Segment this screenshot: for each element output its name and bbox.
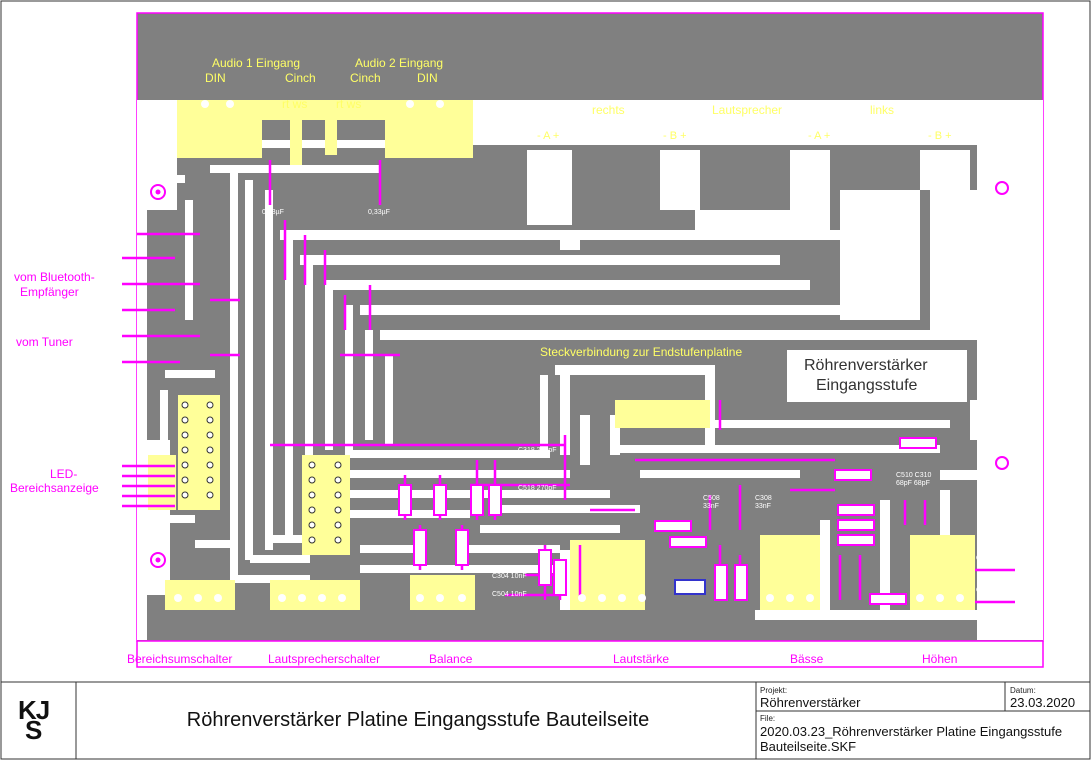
cap-label-c510: C510 C310: [896, 472, 932, 479]
bluetooth-label-2: Empfänger: [20, 285, 79, 299]
board-name-line1: Röhrenverstärker: [804, 357, 928, 374]
tuner-label: vom Tuner: [16, 335, 73, 349]
cap-label-c508v: 33nF: [703, 503, 719, 510]
hoehen-label: Höhen: [922, 652, 957, 666]
board-logo-s: S: [866, 245, 893, 289]
baesse-label: Bässe: [790, 652, 824, 666]
led-label-2: Bereichsanzeige: [10, 481, 99, 495]
din-right-label: DIN: [417, 71, 438, 85]
cap-label-c518: C518 270pF: [518, 485, 557, 492]
rechts-label: rechts: [592, 103, 625, 117]
board-name-line2: Eingangsstufe: [816, 377, 918, 394]
cap-label-c304: C304 10nF: [492, 573, 527, 580]
cinch-left-label: Cinch: [285, 71, 316, 85]
cap-label-c318: C318 270pF: [518, 447, 557, 454]
rt-ws-label-1: rt ws: [282, 97, 307, 111]
cap-label-033b: 0,33µF: [368, 209, 390, 216]
drawing-title: Röhrenverstärker Platine Eingangsstufe B…: [186, 709, 650, 731]
switch-pins: [181, 401, 342, 544]
component-pads: [148, 100, 975, 610]
speaker-b-right: - B +: [663, 130, 687, 142]
lautsprecher-label: Lautsprecher: [712, 103, 782, 117]
speaker-a-left: - A +: [808, 130, 830, 142]
led-label-1: LED-: [50, 467, 77, 481]
datum-caption: Datum:: [1010, 686, 1036, 695]
cap-label-c508: C508: [703, 495, 720, 502]
resistor-bodies: [398, 437, 937, 605]
board-logo-kj: KJ: [852, 212, 903, 256]
bereichsumschalter-label: Bereichsumschalter: [127, 652, 232, 666]
lautsprecherschalter-label: Lautsprecherschalter: [268, 652, 380, 666]
bluetooth-label-1: vom Bluetooth-: [14, 270, 95, 284]
cap-label-c311: C311 2,2nF: [976, 555, 1012, 562]
file-value-line2: Bauteilseite.SKF: [760, 739, 857, 754]
links-label: links: [870, 103, 894, 117]
cap-label-033a: 0,33µF: [262, 209, 284, 216]
cap-label-c510v: 68pF 68pF: [896, 480, 930, 487]
steckverbindung-label: Steckverbindung zur Endstufenplatine: [540, 345, 742, 359]
cinch-right-label: Cinch: [350, 71, 381, 85]
projekt-caption: Projekt:: [760, 686, 788, 695]
din-left-label: DIN: [205, 71, 226, 85]
audio1-label: Audio 1 Eingang: [212, 56, 300, 70]
balance-label: Balance: [429, 652, 473, 666]
title-logo-kj: KJ: [18, 695, 50, 725]
cap-label-c308: C308: [755, 495, 772, 502]
projekt-value: Röhrenverstärker: [760, 695, 861, 710]
file-caption: File:: [760, 714, 776, 723]
datum-value: 23.03.2020: [1010, 695, 1076, 710]
speaker-a-right: - A +: [537, 130, 559, 142]
copper-traces: [137, 100, 1043, 640]
title-logo-s: S: [25, 715, 43, 745]
cap-label-c511: C511 2,2nF: [976, 587, 1012, 594]
cap-label-c308v: 33nF: [755, 503, 771, 510]
title-block: [0, 681, 1091, 760]
lautstaerke-label: Lautstärke: [613, 652, 669, 666]
board-logo: KJ S 2020: [852, 212, 903, 302]
audio2-label: Audio 2 Eingang: [355, 56, 443, 70]
file-value-line1: 2020.03.23_Röhrenverstärker Platine Eing…: [760, 724, 1063, 739]
mounting-holes: [150, 181, 1009, 568]
board-logo-year: 2020: [856, 282, 896, 302]
title-block-logo: KJ S: [8, 695, 64, 753]
speaker-b-left: - B +: [928, 130, 952, 142]
pot-pins: [174, 100, 964, 602]
rt-ws-label-2: rt ws: [336, 97, 361, 111]
cap-label-c504: C504 10nF: [492, 591, 527, 598]
blue-capacitor: [674, 579, 706, 595]
name-label-box: [787, 350, 967, 402]
